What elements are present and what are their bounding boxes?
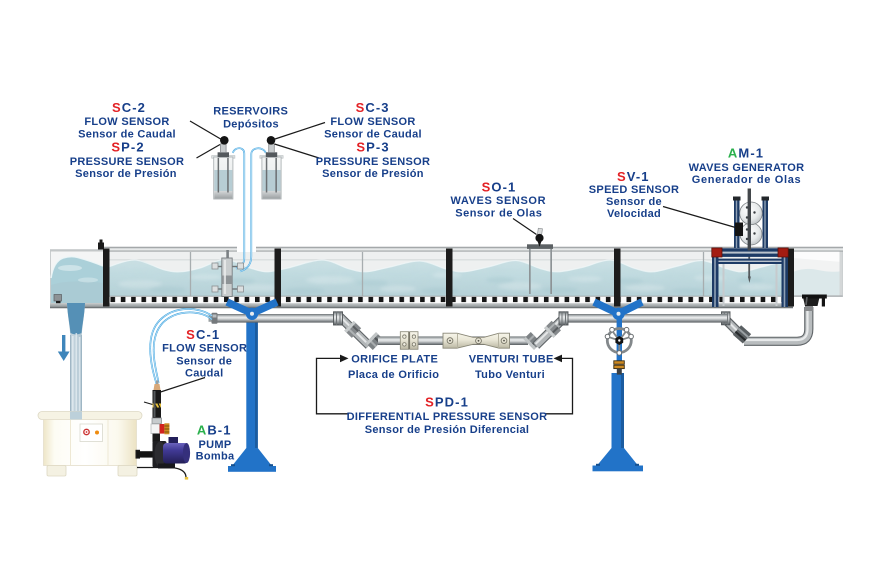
- svg-text:SP-2: SP-2: [111, 140, 144, 155]
- svg-text:AM-1: AM-1: [728, 145, 764, 160]
- svg-text:AB-1: AB-1: [197, 422, 232, 437]
- svg-text:Tubo Venturi: Tubo Venturi: [475, 369, 545, 381]
- svg-text:Sensor de Caudal: Sensor de Caudal: [78, 129, 176, 141]
- svg-text:SPEED SENSOR: SPEED SENSOR: [589, 184, 679, 196]
- svg-text:FLOW SENSOR: FLOW SENSOR: [330, 116, 415, 128]
- svg-text:Sensor de Presión: Sensor de Presión: [75, 168, 177, 180]
- svg-text:DIFFERENTIAL PRESSURE SENSOR: DIFFERENTIAL PRESSURE SENSOR: [347, 411, 548, 423]
- svg-text:SC-1: SC-1: [186, 327, 220, 342]
- svg-text:Sensor de Presión: Sensor de Presión: [322, 168, 424, 180]
- svg-text:Depósitos: Depósitos: [223, 118, 279, 130]
- svg-text:WAVES GENERATOR: WAVES GENERATOR: [689, 162, 805, 174]
- svg-text:Placa de Orificio: Placa de Orificio: [348, 369, 439, 381]
- svg-text:FLOW SENSOR: FLOW SENSOR: [162, 343, 247, 355]
- svg-text:PRESSURE SENSOR: PRESSURE SENSOR: [70, 156, 185, 168]
- svg-text:VENTURI TUBE: VENTURI TUBE: [469, 353, 554, 365]
- svg-text:SO-1: SO-1: [482, 180, 517, 195]
- svg-text:Sensor de Presión Diferencial: Sensor de Presión Diferencial: [365, 424, 530, 436]
- svg-text:SP-3: SP-3: [356, 140, 389, 155]
- svg-text:Bomba: Bomba: [196, 451, 235, 463]
- svg-text:SC-2: SC-2: [112, 100, 146, 115]
- svg-text:ORIFICE PLATE: ORIFICE PLATE: [351, 353, 438, 365]
- svg-text:Generador de Olas: Generador de Olas: [692, 174, 801, 186]
- svg-text:PRESSURE SENSOR: PRESSURE SENSOR: [316, 156, 431, 168]
- svg-text:PUMP: PUMP: [199, 439, 232, 451]
- svg-text:Sensor de: Sensor de: [176, 356, 232, 368]
- svg-text:Sensor de: Sensor de: [606, 196, 662, 208]
- svg-text:FLOW SENSOR: FLOW SENSOR: [84, 116, 169, 128]
- svg-text:Sensor de Olas: Sensor de Olas: [455, 207, 542, 219]
- svg-text:SC-3: SC-3: [356, 100, 390, 115]
- svg-text:WAVES SENSOR: WAVES SENSOR: [450, 195, 546, 207]
- svg-text:Caudal: Caudal: [185, 367, 223, 379]
- svg-text:SPD-1: SPD-1: [425, 395, 469, 410]
- svg-text:RESERVOIRS: RESERVOIRS: [213, 106, 288, 118]
- svg-text:SV-1: SV-1: [617, 169, 650, 184]
- svg-text:Velocidad: Velocidad: [607, 208, 661, 220]
- svg-text:Sensor de Caudal: Sensor de Caudal: [324, 129, 422, 141]
